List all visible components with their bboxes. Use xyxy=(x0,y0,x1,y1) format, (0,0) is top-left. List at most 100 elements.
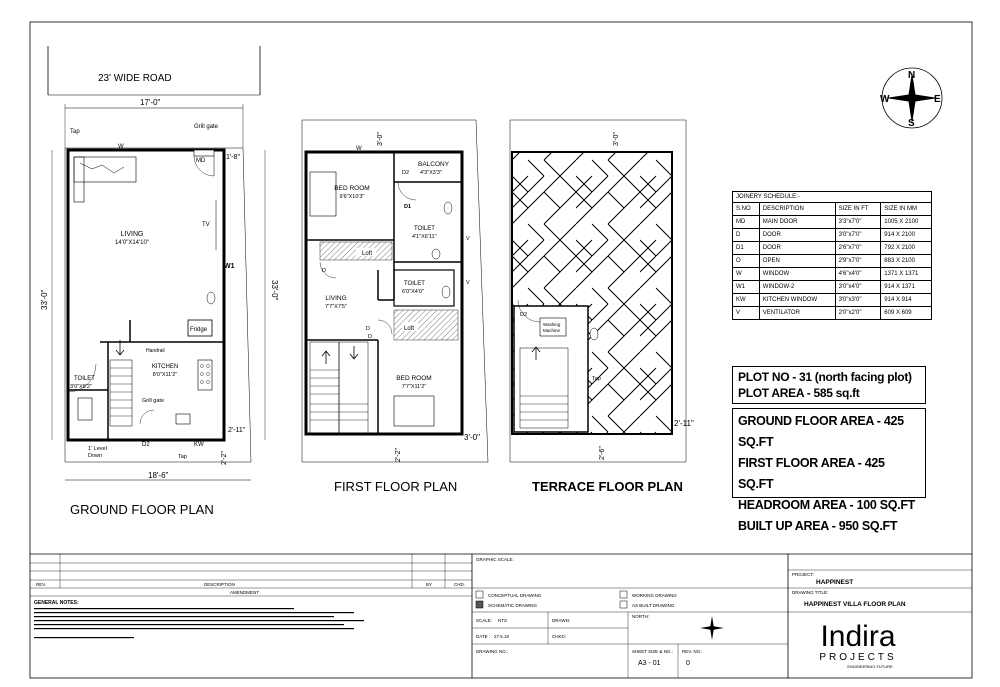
ff-w: W xyxy=(356,146,362,152)
compass-e: E xyxy=(934,94,941,105)
table-cell: 4'6"x4'0" xyxy=(834,267,882,281)
table-cell: 2'0"x2'0" xyxy=(834,306,882,320)
tf-d2: D2 xyxy=(520,312,527,318)
table-cell: DOOR xyxy=(758,228,836,242)
tb-description: DESCRIPTION xyxy=(204,582,235,587)
ff-d-lower: D xyxy=(368,334,372,340)
tb-general-notes: GENERAL NOTES: xyxy=(34,600,79,606)
table-cell: 609 X 609 xyxy=(880,306,932,320)
tb-schematic: SCHEMATIC DRAWING xyxy=(488,603,537,608)
tf-dim-right: 2'-11" xyxy=(674,419,694,428)
gf-dim-top: 17'-0" xyxy=(140,98,161,107)
table-cell: OPEN xyxy=(758,254,836,268)
tf-dim-bottom: 2'-6" xyxy=(599,446,606,460)
tb-logo-main: Indira xyxy=(820,620,895,653)
table-cell: 2'9"x7'0" xyxy=(834,254,882,268)
ff-bedroom1-name: BED ROOM xyxy=(334,185,369,192)
gf-grill-gate-mid: Grill gate xyxy=(142,398,164,404)
tb-north: NORTH: xyxy=(632,614,649,619)
compass-n: N xyxy=(908,70,915,81)
tf-dim-top: 3'-0" xyxy=(613,132,620,146)
compass-s: S xyxy=(908,118,915,129)
ff-loft2: Loft xyxy=(404,326,414,332)
table-cell: WINDOW xyxy=(758,267,836,281)
compass-w: W xyxy=(880,94,890,105)
area-line: GROUND FLOOR AREA - 425 SQ.FT xyxy=(738,414,904,449)
tb-chd: CHD. xyxy=(454,582,465,587)
ff-d2: D2 xyxy=(402,170,409,176)
tb-sheet-value: A3 - 01 xyxy=(638,660,661,667)
table-cell: D xyxy=(732,228,760,242)
ff-balcony-name: BALCONY xyxy=(418,161,450,168)
table-cell: KITCHEN WINDOW xyxy=(758,293,836,307)
table-cell: 1371 X 1371 xyxy=(880,267,932,281)
tb-logo-tag: ENGINEERING FUTURE xyxy=(847,664,893,669)
table-cell: D1 xyxy=(732,241,760,255)
table-cell: 2'6"x7'0" xyxy=(834,241,882,255)
table-cell: 914 X 1371 xyxy=(880,280,932,294)
ff-toilet2-size: 6'0"X4'0" xyxy=(402,289,424,295)
gf-w1: W1 xyxy=(224,263,235,270)
plot-area: PLOT AREA - 585 sq.ft xyxy=(738,386,860,400)
tb-logo-sub: PROJECTS xyxy=(819,652,896,663)
gf-title: GROUND FLOOR PLAN xyxy=(70,502,214,517)
table-cell: W xyxy=(732,267,760,281)
tb-drawn-label: DRAWN: xyxy=(552,618,570,623)
joinery-header: S.NO xyxy=(732,202,760,216)
gf-dim-bottom: 18'-6" xyxy=(148,471,169,480)
gf-kw: KW xyxy=(194,442,204,448)
table-cell: MAIN DOOR xyxy=(758,215,836,229)
ff-toilet1-name: TOILET xyxy=(414,226,435,232)
table-cell: W1 xyxy=(732,280,760,294)
table-cell: O xyxy=(732,254,760,268)
tb-date-value: 27.5.18 xyxy=(494,634,510,639)
joinery-title: JOINERY SCHEDULE:- xyxy=(732,191,932,202)
ff-dim-right: 3'-0" xyxy=(464,433,480,442)
terrace-floor-plan: Washing Machine D2 Tap 3'-0" 2'-11" 2'-6… xyxy=(509,119,694,463)
gf-living-name: LIVING xyxy=(121,231,144,238)
plot-number: PLOT NO - 31 (north facing plot) xyxy=(738,370,912,384)
tf-washing-1: Washing xyxy=(543,322,561,327)
tb-date-label: DATE : xyxy=(476,634,490,639)
gf-living-size: 14'0"X14'10" xyxy=(115,240,149,246)
table-cell: DOOR xyxy=(758,241,836,255)
table-cell: 3'0"x4'0" xyxy=(834,280,882,294)
tb-scale-label: SCALE: xyxy=(476,618,492,623)
gf-level-2: Down xyxy=(88,453,102,459)
table-cell: 1005 X 2100 xyxy=(880,215,932,229)
plot-info-box: PLOT NO - 31 (north facing plot) PLOT AR… xyxy=(732,366,926,404)
joinery-header: SIZE IN MM xyxy=(880,202,932,216)
ff-toilet1-size: 4'1"X6'11" xyxy=(412,234,437,240)
tf-tap: Tap xyxy=(592,376,601,382)
tb-drawing-no: DRAWING NO.: xyxy=(476,649,508,654)
tb-conceptual: CONCEPTUAL DRAWING xyxy=(488,593,542,598)
ff-d: D xyxy=(322,268,326,274)
gf-dim-bottom-small: 2'-2" xyxy=(221,451,228,465)
tb-drawing-title-value: HAPPINEST VILLA FLOOR PLAN xyxy=(804,601,906,608)
tb-graphic-scale: GRAPHIC SCALE: xyxy=(476,557,514,562)
ff-bedroom2-name: BED ROOM xyxy=(396,375,431,382)
tb-as-built: AS BUILT DRAWING xyxy=(632,603,675,608)
tb-project-label: PROJECT: xyxy=(792,572,814,577)
gf-handrail: Handrail xyxy=(146,348,165,354)
ff-v2: V xyxy=(466,280,470,286)
ff-bedroom2-size: 7'7"X11'2" xyxy=(402,384,427,390)
gf-fridge: Fridge xyxy=(190,327,208,333)
gf-dim-right: 33'-0" xyxy=(270,280,279,301)
table-cell: MD xyxy=(732,215,760,229)
ff-loft1: Loft xyxy=(362,251,372,257)
first-floor-plan: 3'-0" 3'-0" 2'-2" W BED ROOM 9'6"X10'3" … xyxy=(301,119,489,463)
table-cell: KW xyxy=(732,293,760,307)
gf-grill-gate-top: Grill gate xyxy=(194,124,219,130)
gf-w: W xyxy=(118,144,124,150)
gf-md: MD xyxy=(196,158,206,164)
ground-floor-plan: 17'-0" 33'-0" 33'-0" 1'-8" 2'-11" 2'-2" … xyxy=(40,98,279,481)
gf-tap-bottom: Tap xyxy=(178,454,187,460)
